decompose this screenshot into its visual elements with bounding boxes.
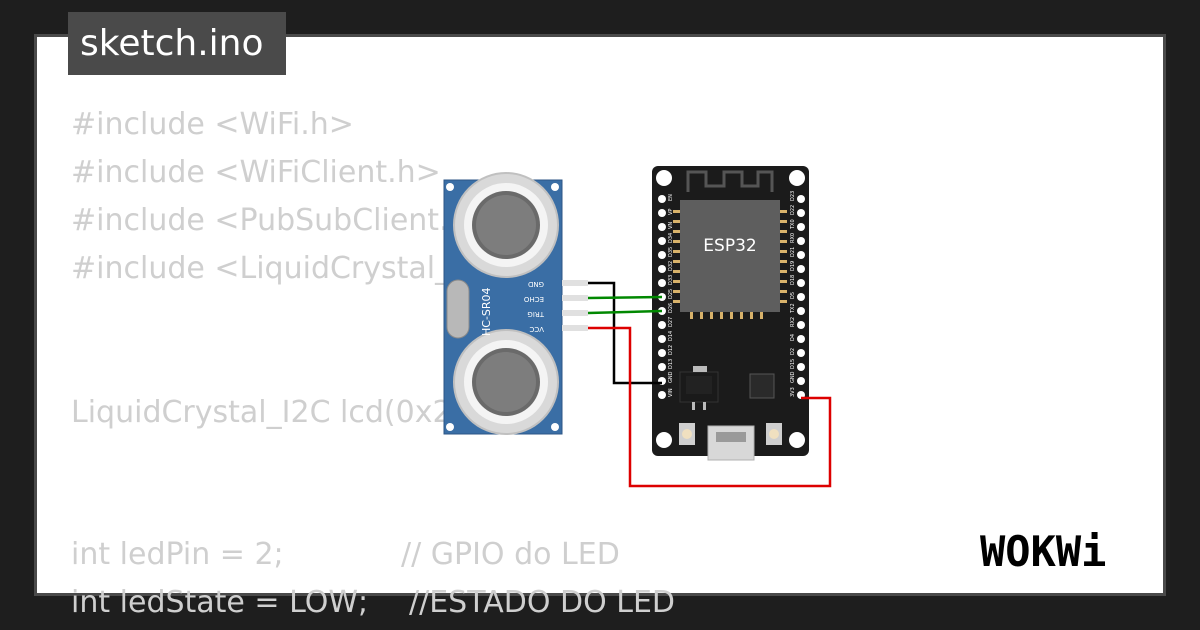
esp32-pin-d5: D5	[790, 292, 796, 299]
wire-echo[interactable]	[587, 295, 663, 300]
sensor-pin-echo: ECHO	[523, 295, 544, 303]
wokwi-logo: WOKWi	[980, 527, 1106, 576]
esp32-pin-d14: D14	[668, 331, 674, 341]
esp32-pin-d35: D35	[668, 247, 674, 257]
esp32-pin-gnd-right: GND	[790, 371, 796, 383]
wire-vcc[interactable]	[588, 326, 832, 488]
esp32-pin-en: EN	[668, 194, 674, 201]
esp32-pin-vn: VN	[668, 222, 674, 229]
esp32-pin-gnd-left: GND	[668, 371, 674, 383]
esp32-pin-vp: VP	[668, 209, 674, 215]
sensor-pin-trig: TRIG	[527, 310, 545, 318]
esp32-pin-d34: D34	[668, 233, 674, 243]
code-comment-1: // GPIO do LED	[401, 537, 620, 572]
file-tab[interactable]: sketch.ino	[68, 12, 286, 75]
wire-gnd[interactable]	[588, 281, 662, 385]
esp32-pin-d21: D21	[790, 247, 796, 257]
esp32-pin-d19: D19	[790, 261, 796, 271]
wires[interactable]	[587, 281, 832, 488]
canvas: #include <WiFi.h> #include <WiFiClient.h…	[34, 34, 1166, 620]
esp32-pin-rx0: RX0	[790, 233, 796, 243]
esp32-pin-vin: VIN	[668, 388, 674, 397]
esp32-pin-d27: D27	[668, 317, 674, 327]
esp32-pin-d26: D26	[668, 303, 674, 313]
esp32-pin-rx2: RX2	[790, 317, 796, 327]
code-line-7: int ledState = LOW;	[71, 585, 369, 620]
esp32-pin-tx2: TX2	[790, 303, 796, 314]
esp32-pin-d25: D25	[668, 289, 674, 299]
esp32-pin-d23: D23	[790, 191, 796, 201]
code-line-2: #include <WiFiClient.h>	[71, 155, 441, 190]
sensor-pin-gnd: GND	[528, 280, 544, 288]
sensor-label: HC-SR04	[480, 287, 493, 336]
esp32-pin-d18: D18	[790, 275, 796, 285]
esp32-pin-d32: D32	[668, 261, 674, 271]
esp32-pin-d33: D33	[668, 275, 674, 285]
esp32-board[interactable]: ESP32	[652, 166, 809, 461]
esp32-pin-tx0: TX0	[790, 219, 796, 230]
esp32-pin-d4: D4	[790, 334, 796, 341]
code-line-6: int ledPin = 2;	[71, 537, 284, 572]
esp32-pin-d13: D13	[668, 359, 674, 369]
sensor-pin-vcc: VCC	[529, 325, 544, 333]
esp32-pin-d15: D15	[790, 359, 796, 369]
esp32-pin-d2: D2	[790, 348, 796, 355]
code-comment-2: //ESTADO DO LED	[409, 585, 676, 620]
esp32-pin-d12: D12	[668, 345, 674, 355]
esp32-pin-3v3: 3V3	[790, 387, 796, 397]
svg-text:WOKWi: WOKWi	[980, 527, 1106, 576]
code-line-1: #include <WiFi.h>	[71, 107, 354, 142]
hc-sr04-sensor[interactable]: HC-SR04 GND ECHO TRIG VCC	[443, 172, 588, 435]
esp32-label: ESP32	[703, 236, 756, 256]
wire-trig[interactable]	[587, 309, 663, 315]
esp32-pin-d22: D22	[790, 205, 796, 215]
